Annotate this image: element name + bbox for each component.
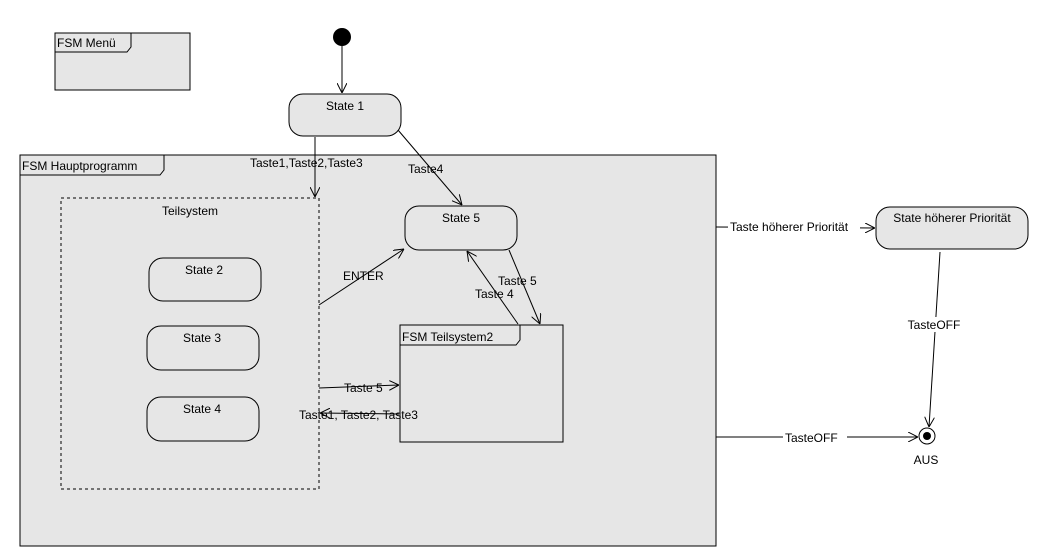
transition-label-taste4: Taste4 bbox=[408, 162, 444, 176]
final-node[interactable] bbox=[918, 427, 936, 445]
transition-label-taste-hoeherer-prioritaet: Taste höherer Priorität bbox=[730, 220, 849, 234]
transition-label-tasteoff-a: TasteOFF bbox=[908, 318, 961, 332]
transition-teilsystem-to-state5[interactable] bbox=[318, 249, 404, 306]
state-2[interactable]: State 2 bbox=[148, 257, 262, 302]
transition-label-tasteoff-b: TasteOFF bbox=[785, 431, 838, 445]
transition-label-taste5-b: Taste 5 bbox=[344, 381, 383, 395]
transition-state5-to-teilsystem2[interactable] bbox=[508, 249, 540, 324]
transition-hoehere-to-final[interactable] bbox=[929, 251, 941, 427]
transition-teilsystem2-to-teilsystem[interactable] bbox=[320, 413, 400, 414]
transition-state1-to-state5[interactable] bbox=[397, 129, 462, 205]
transition-teilsystem-to-teilsystem2[interactable] bbox=[318, 385, 399, 388]
transition-label-taste4-b: Taste 4 bbox=[475, 287, 514, 301]
frame-fsm-teilsystem2-title: FSM Teilsystem2 bbox=[402, 330, 493, 344]
frame-fsm-hauptprogramm[interactable]: FSM Hauptprogramm bbox=[19, 154, 717, 547]
state-5[interactable]: State 5 bbox=[404, 205, 518, 251]
final-node-label: AUS bbox=[914, 453, 939, 467]
initial-node[interactable] bbox=[333, 28, 351, 46]
state-4-label: State 4 bbox=[183, 402, 221, 416]
transition-label-enter: ENTER bbox=[343, 269, 384, 283]
frame-fsm-teilsystem2[interactable]: FSM Teilsystem2 bbox=[399, 324, 564, 443]
state-1-label: State 1 bbox=[326, 99, 364, 113]
frame-fsm-menu-title: FSM Menü bbox=[57, 36, 116, 50]
transition-label-taste1-2-3-b: Taste1, Taste2, Taste3 bbox=[299, 408, 418, 422]
state-hoeherer-prioritaet[interactable]: State höherer Priorität bbox=[875, 206, 1029, 250]
state-1[interactable]: State 1 bbox=[288, 93, 402, 137]
state-5-label: State 5 bbox=[442, 211, 480, 225]
region-teilsystem-title: Teilsystem bbox=[162, 204, 218, 218]
transition-teilsystem2-to-state5[interactable] bbox=[467, 251, 519, 325]
transition-label-taste5-a: Taste 5 bbox=[498, 274, 537, 288]
frame-fsm-hauptprogramm-title: FSM Hauptprogramm bbox=[22, 159, 137, 173]
state-4[interactable]: State 4 bbox=[146, 396, 260, 442]
state-hoeherer-prioritaet-label: State höherer Priorität bbox=[893, 211, 1011, 225]
frame-fsm-menu[interactable]: FSM Menü bbox=[54, 32, 191, 91]
state-3-label: State 3 bbox=[183, 331, 221, 345]
state-2-label: State 2 bbox=[185, 263, 223, 277]
transition-label-taste1-2-3: Taste1,Taste2,Taste3 bbox=[250, 156, 363, 170]
region-teilsystem[interactable]: Teilsystem bbox=[60, 197, 320, 490]
state-3[interactable]: State 3 bbox=[146, 325, 260, 371]
